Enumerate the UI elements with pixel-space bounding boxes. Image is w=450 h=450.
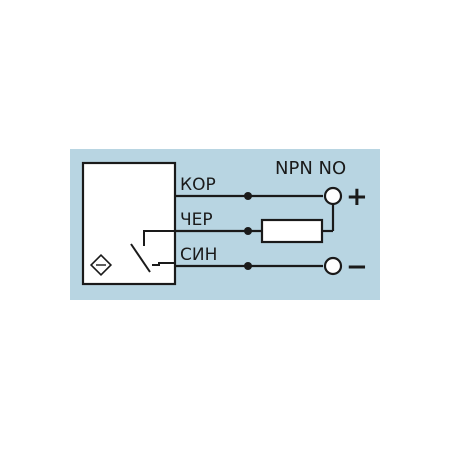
junction-dot <box>244 192 252 200</box>
junction-dot <box>244 227 252 235</box>
load-resistor <box>260 218 324 244</box>
wire-label-black: ЧЕР <box>180 210 213 230</box>
switch-contact-icon <box>130 230 175 273</box>
polarity-minus-label: − <box>346 252 368 282</box>
terminal-positive <box>323 186 343 206</box>
wire-label-blue: СИН <box>180 245 217 265</box>
wire-label-brown: КОР <box>180 175 216 195</box>
sensor-body <box>81 161 177 286</box>
diagram-header: NPN NO <box>275 158 346 179</box>
inductive-sensor-icon <box>89 253 113 277</box>
polarity-plus-label: + <box>346 182 368 212</box>
terminal-negative <box>323 256 343 276</box>
junction-dot <box>244 262 252 270</box>
